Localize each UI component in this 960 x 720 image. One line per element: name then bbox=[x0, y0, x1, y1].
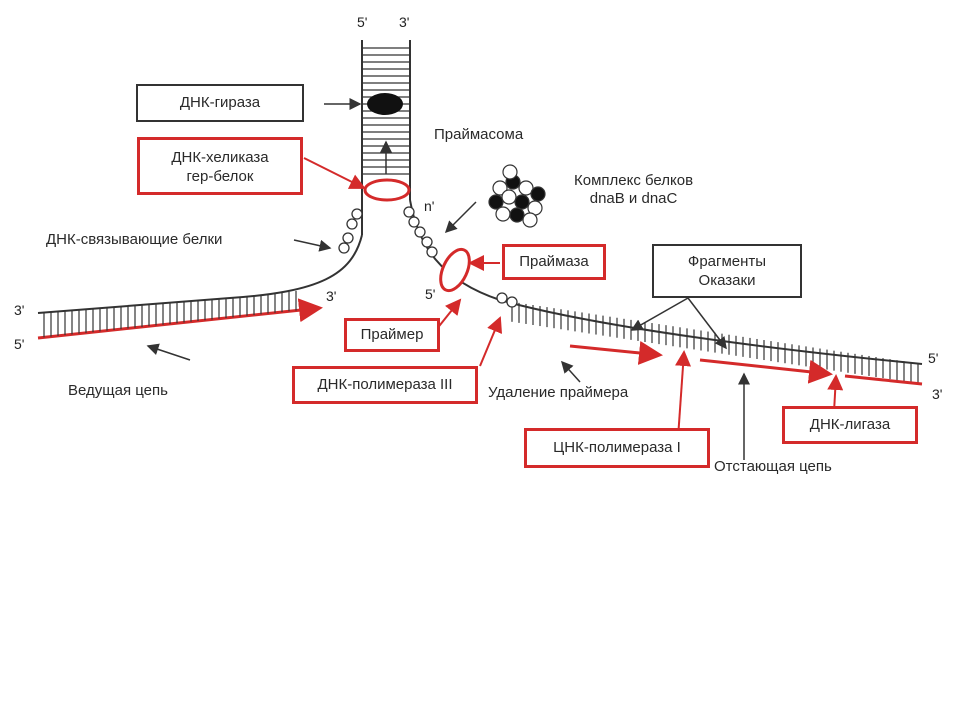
top-3-prime: 3' bbox=[399, 14, 410, 30]
primer-5-prime: 5' bbox=[425, 286, 436, 302]
leading-strand-arm bbox=[37, 234, 363, 340]
right-5-prime: 5' bbox=[928, 350, 939, 366]
primase-n-prime: n' bbox=[424, 198, 435, 214]
helicase-ring bbox=[363, 178, 411, 202]
leading-3-prime: 3' bbox=[326, 288, 337, 304]
primosome-label: Праймасома bbox=[434, 126, 524, 143]
left-5-prime: 5' bbox=[14, 336, 25, 352]
okazaki-fragments bbox=[569, 340, 923, 386]
ligase-label-box: ДНК-лигаза bbox=[782, 406, 918, 444]
protein-complex-cluster bbox=[488, 164, 546, 228]
ssb-label: ДНК-связывающие белки bbox=[46, 231, 223, 248]
okazaki-label-box: Фрагменты Оказаки bbox=[652, 244, 802, 298]
right-3-prime: 3' bbox=[932, 386, 943, 402]
ssb-proteins bbox=[338, 206, 518, 308]
helicase-label-box: ДНК-хеликаза гер-белок bbox=[137, 137, 303, 195]
pol1-label-box: ЦНК-полимераза I bbox=[524, 428, 710, 468]
pol3-label-box: ДНК-полимераза III bbox=[292, 366, 478, 404]
gyrase-label-box: ДНК-гираза bbox=[136, 84, 304, 122]
top-5-prime: 5' bbox=[357, 14, 368, 30]
primer-removal-label: Удаление праймера bbox=[488, 384, 629, 401]
primer-label-box: Праймер bbox=[344, 318, 440, 352]
parental-dna-duplex bbox=[361, 40, 411, 235]
gyrase-enzyme bbox=[367, 93, 403, 115]
lagging-strand-label: Отстающая цепь bbox=[714, 458, 832, 475]
pointer-arrows bbox=[146, 157, 844, 460]
primase-label-box: Праймаза bbox=[502, 244, 606, 280]
left-3-prime: 3' bbox=[14, 302, 25, 318]
leading-strand-label: Ведущая цепь bbox=[68, 382, 168, 399]
dna-complex-label: Комплекс белков dnaB и dnaC bbox=[574, 172, 694, 207]
primase-enzyme bbox=[439, 247, 471, 293]
